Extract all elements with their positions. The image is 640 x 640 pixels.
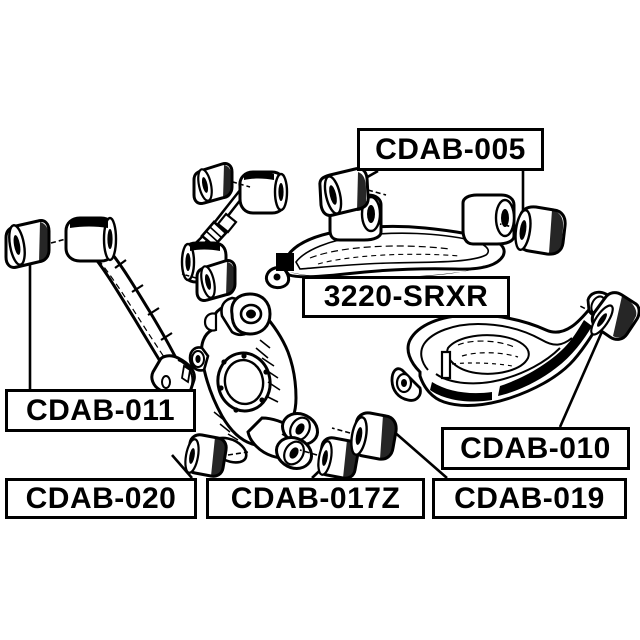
- part-label-cdab-017z[interactable]: CDAB-017Z: [206, 478, 425, 519]
- bushing-toe-link-upper: [192, 162, 251, 205]
- upper-control-arm: [264, 193, 516, 290]
- bushing-cdab-020: [184, 433, 249, 478]
- bushing-toe-link-lower: [181, 259, 237, 302]
- steering-knuckle: [188, 292, 319, 470]
- bushing-cdab-019: [331, 411, 398, 461]
- part-label-cdab-010[interactable]: CDAB-010: [441, 427, 630, 470]
- part-label-cdab-019[interactable]: CDAB-019: [432, 478, 627, 519]
- leader-cdab-020: [171, 454, 193, 479]
- part-label-cdab-020[interactable]: CDAB-020: [5, 478, 197, 519]
- part-label-cdab-005[interactable]: CDAB-005: [357, 128, 544, 171]
- ball-joint-marker: [276, 253, 294, 271]
- leader-cdab-010: [558, 326, 606, 428]
- lateral-link: [64, 216, 196, 400]
- part-label-3220-srxr[interactable]: 3220-SRXR: [302, 276, 510, 318]
- bushing-cdab-005-right: [499, 205, 567, 256]
- part-label-cdab-011[interactable]: CDAB-011: [5, 389, 196, 432]
- leader-cdab-019: [391, 429, 448, 479]
- bushing-cdab-017z: [299, 436, 360, 480]
- bushing-cdab-011: [4, 219, 67, 269]
- bushing-cdab-005-left: [318, 167, 387, 217]
- bushing-cdab-010: [577, 291, 640, 341]
